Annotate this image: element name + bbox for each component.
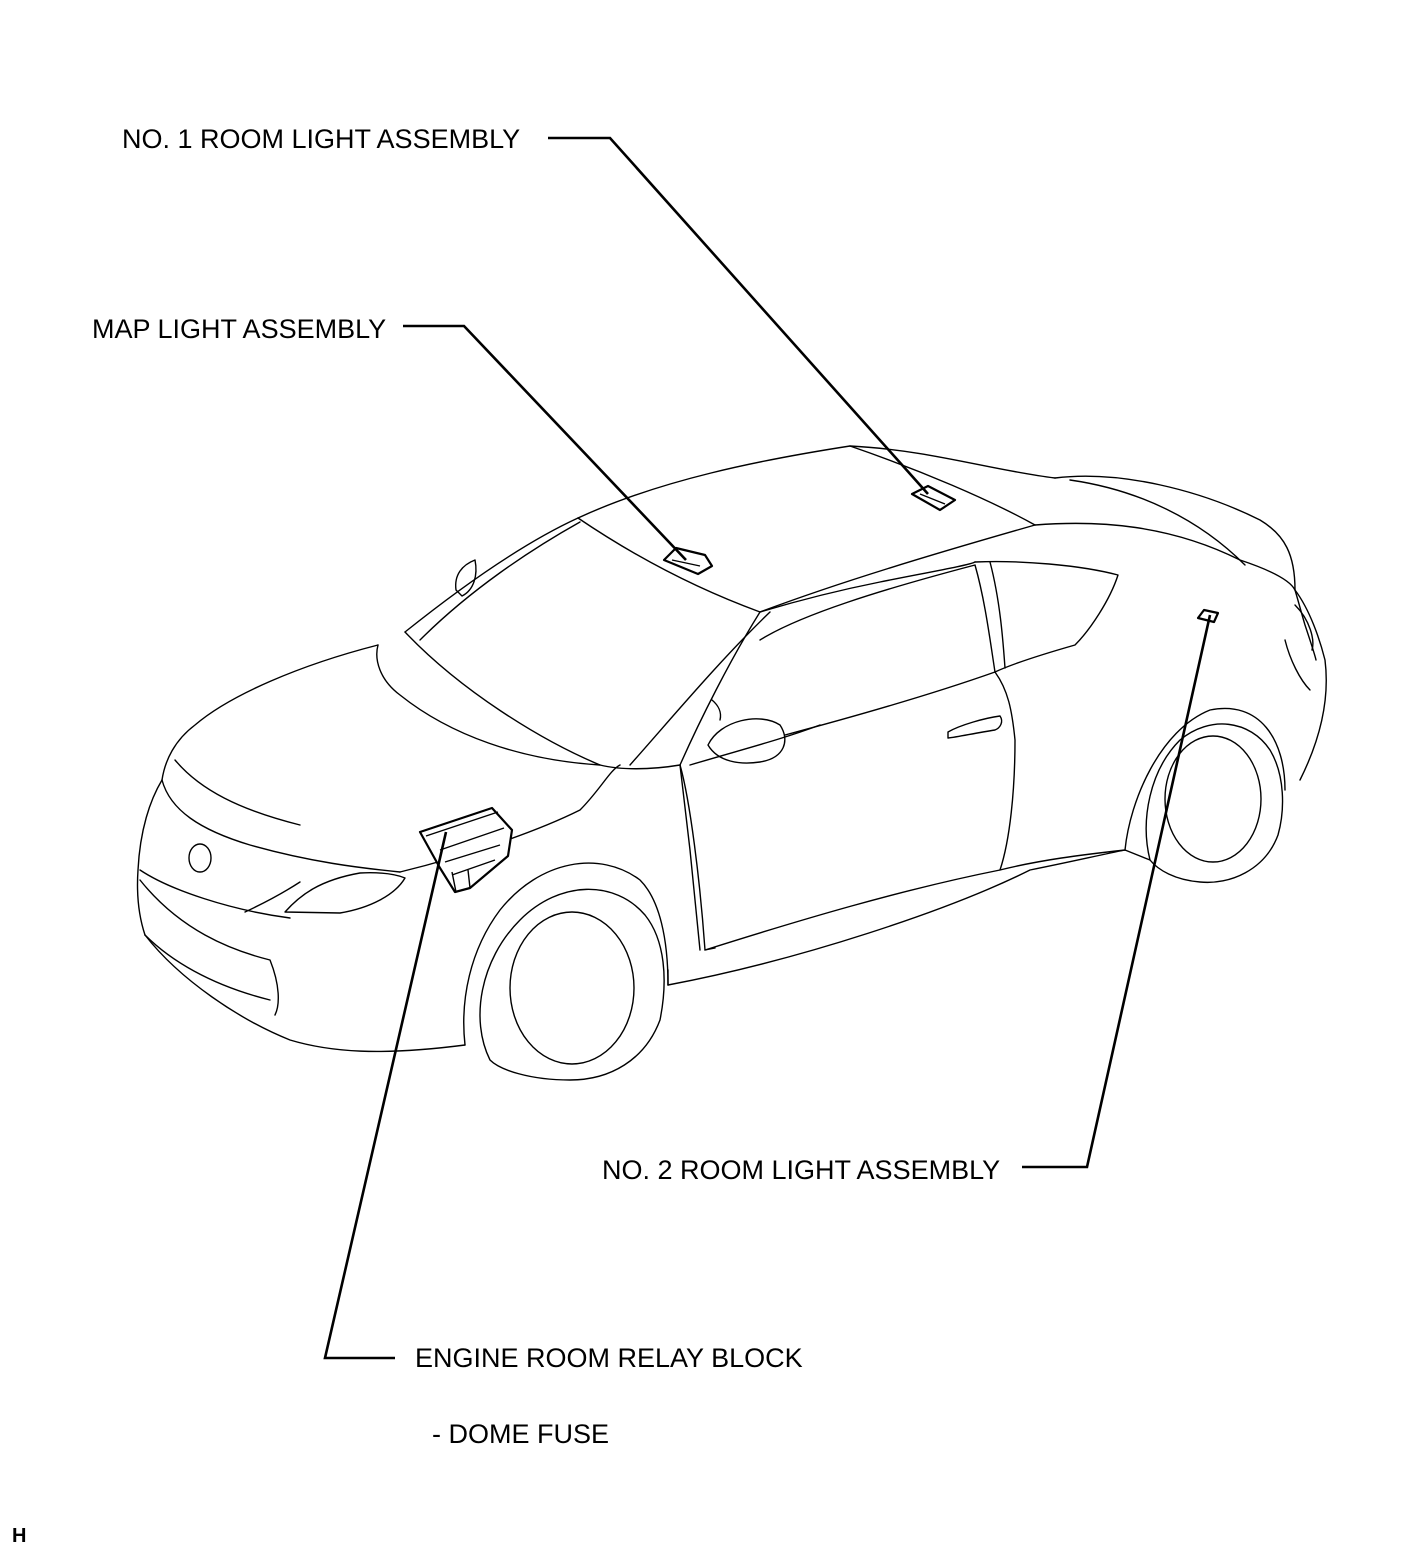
label-dome-fuse: - DOME FUSE <box>432 1419 610 1449</box>
label-no1-room-light: NO. 1 ROOM LIGHT ASSEMBLY <box>122 124 521 154</box>
label-engine-room-relay-block: ENGINE ROOM RELAY BLOCK <box>415 1343 803 1373</box>
leader-map-light <box>403 324 687 561</box>
corner-reference-mark: H <box>12 1525 27 1547</box>
label-no2-room-light: NO. 2 ROOM LIGHT ASSEMBLY <box>602 1155 1001 1185</box>
leader-no2-room-light <box>1022 614 1212 1169</box>
no1-room-light-part <box>910 484 957 512</box>
engine-room-relay-block-part <box>418 806 514 894</box>
leader-engine-room-relay-block <box>323 831 448 1360</box>
map-light-part <box>662 546 714 576</box>
leader-no1-room-light <box>548 136 929 495</box>
label-map-light: MAP LIGHT ASSEMBLY <box>92 314 387 344</box>
leader-lines <box>323 136 1212 1360</box>
car-body-outline <box>136 445 1327 1081</box>
